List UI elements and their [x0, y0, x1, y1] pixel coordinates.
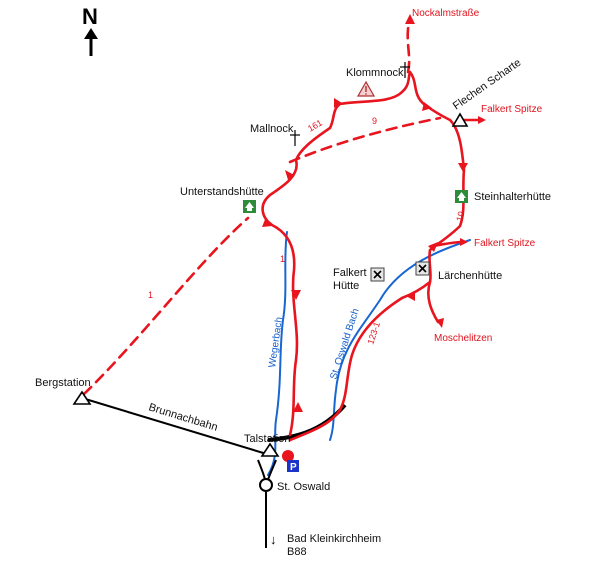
label-unterstandshuette: Unterstandshütte — [180, 186, 264, 198]
bergstation-icon — [72, 390, 92, 405]
trail-number-9: 9 — [372, 116, 377, 126]
trail-9-dashed — [288, 116, 442, 164]
laerchenhuette-restaurant-icon — [415, 261, 430, 276]
label-falkert-spitze-2: Falkert Spitze — [474, 238, 536, 249]
arrow-mallnock — [285, 170, 294, 180]
parking-icon — [287, 460, 299, 472]
arrow-talstation — [293, 402, 303, 412]
warning-icon — [356, 80, 376, 97]
label-klommnock: Klommnock — [346, 67, 404, 79]
label-mallnock: Mallnock — [250, 123, 294, 135]
arrow-moschelitzen — [436, 318, 444, 328]
flechen-scharte-summit-icon — [451, 112, 469, 127]
falkert-huette-restaurant-icon — [370, 267, 385, 282]
arrow-trail-1-down — [291, 290, 301, 300]
brunnachbahn-cable-line — [81, 397, 271, 456]
trail-number-10: 10 — [454, 210, 466, 222]
st-oswald-village-icon — [259, 478, 273, 492]
st-oswald-bach-stream — [329, 239, 471, 441]
start-point-icon — [282, 450, 294, 462]
trail-number-1-upper: 1 — [280, 254, 285, 264]
arrow-nockalmstrasse — [405, 14, 415, 24]
label-moschelitzen: Moschelitzen — [434, 333, 492, 344]
label-bergstation: Bergstation — [35, 377, 91, 389]
trail-123-1 — [288, 296, 404, 442]
label-b88: B88 — [287, 546, 307, 558]
parking-letter: P — [290, 462, 297, 473]
steinhalterhuette-hut-icon — [455, 190, 468, 203]
trail-to-moschelitzen — [426, 280, 440, 324]
trail-nockalmstrasse-dashed — [406, 16, 412, 74]
trail-number-161: 161 — [306, 118, 324, 134]
klommnock-cross-icon — [400, 62, 410, 78]
label-st-oswald: St. Oswald — [277, 481, 330, 493]
mallnock-cross-icon — [290, 130, 300, 146]
label-steinhalterhuette: Steinhalterhütte — [474, 191, 551, 203]
wegerbach-stream — [267, 231, 288, 476]
talstation-icon — [260, 442, 280, 457]
label-laerchenhuette: Lärchenhütte — [438, 270, 502, 282]
label-talstation: Talstation — [244, 433, 290, 445]
label-bad-kleinkirchheim: Bad Kleinkirchheim — [287, 533, 381, 545]
label-wegerbach: Wegerbach — [267, 316, 285, 368]
unterstandshuette-hut-icon — [243, 200, 256, 213]
label-falkert-spitze-1: Falkert Spitze — [481, 104, 543, 115]
trail-1-dashed — [82, 216, 250, 396]
arrow-123 — [406, 291, 415, 301]
trail-number-1-lower: 1 — [148, 290, 153, 300]
trail-main-loop — [261, 70, 466, 437]
compass-letter: N — [82, 4, 98, 29]
arrow-laerchen — [428, 242, 438, 252]
down-arrow-icon: ↓ — [270, 532, 277, 547]
arrow-steinhalter — [458, 163, 468, 172]
north-arrow-icon — [84, 28, 98, 56]
label-nockalmstrasse: Nockalmstraße — [412, 8, 480, 19]
arrow-falkert-spitze-1 — [478, 116, 486, 124]
label-falkert-huette-line1: Falkert — [333, 267, 367, 279]
arrow-falkert-spitze-2 — [460, 238, 468, 246]
trail-number-123-1: 123-1 — [365, 321, 382, 346]
label-falkert-huette-line2: Hütte — [333, 280, 359, 292]
arrow-klommnock — [334, 98, 342, 108]
arrow-unterstand — [262, 217, 272, 227]
arrow-flechen — [422, 102, 432, 111]
